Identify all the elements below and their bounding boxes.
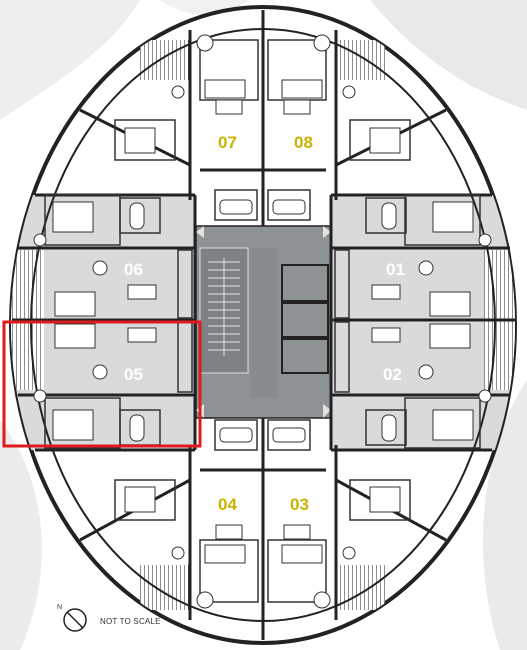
unit-label-06: 06	[124, 260, 143, 279]
north-arrow: N	[57, 604, 87, 632]
unit-label-01: 01	[386, 260, 405, 279]
unit-05-highlight	[2, 320, 202, 448]
unit-label-02: 02	[383, 365, 402, 384]
building-core	[195, 225, 332, 419]
unit-label-05: 05	[124, 365, 143, 384]
unit-label-07: 07	[218, 133, 237, 152]
north-label: N	[57, 604, 62, 611]
unit-label-04: 04	[218, 495, 237, 514]
unit-label-08: 08	[294, 133, 313, 152]
furniture	[52, 79, 474, 564]
lift-1	[281, 264, 329, 302]
unit-label-03: 03	[290, 495, 309, 514]
nw-balcony	[140, 40, 190, 80]
lift-3	[281, 338, 329, 374]
stair-treads	[208, 258, 240, 356]
interior-walls	[44, 39, 481, 603]
dining-sets	[33, 34, 492, 609]
scale-note: NOT TO SCALE	[100, 617, 161, 626]
lift-2	[281, 302, 329, 338]
